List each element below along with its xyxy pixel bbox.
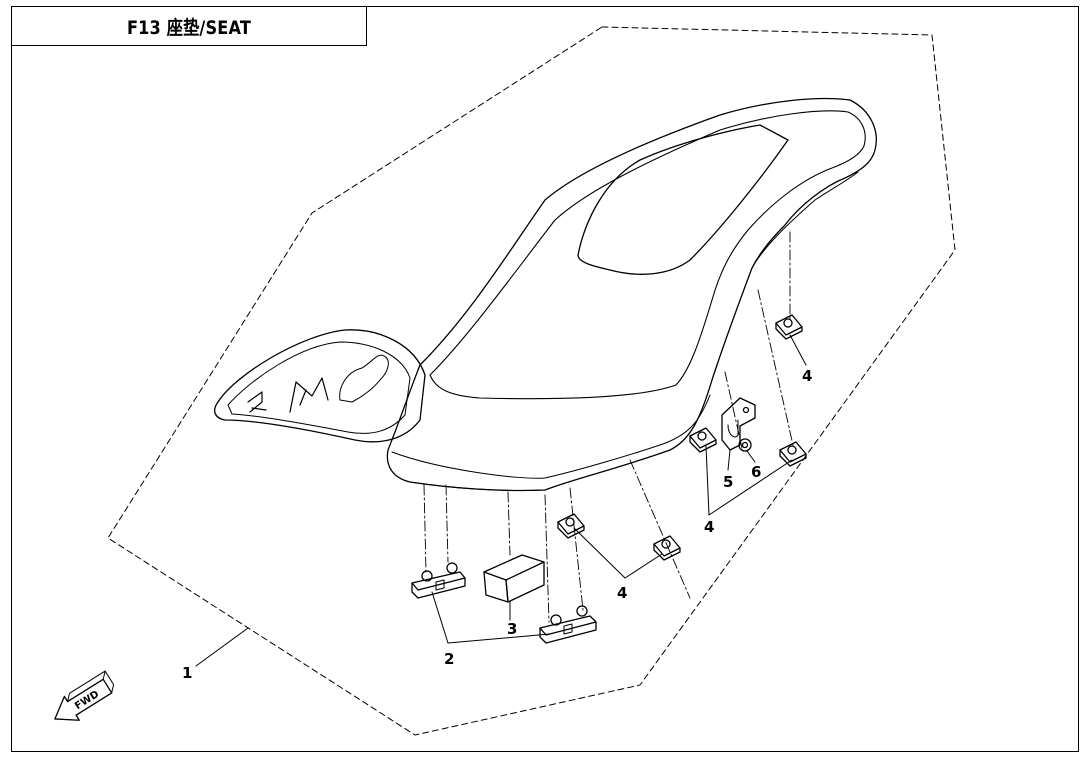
drawing-frame <box>11 6 1079 752</box>
rubber-buffer-4 <box>779 441 807 467</box>
alignment-lines <box>423 231 794 623</box>
leader-lines <box>195 334 807 667</box>
seat-clip-left <box>411 562 466 599</box>
seat-clip-right <box>539 605 597 644</box>
callout-4-lower: 4 <box>617 584 627 602</box>
seat-hook-bracket <box>721 397 756 451</box>
callout-3: 3 <box>507 620 517 638</box>
rubber-buffer-1 <box>557 513 585 539</box>
callout-2: 2 <box>444 650 454 668</box>
assembly-boundary <box>107 26 956 736</box>
seat-rider-pad <box>577 124 789 275</box>
foam-block <box>483 554 545 603</box>
rubber-buffer-3 <box>689 427 717 453</box>
title-block: F13 座垫/SEAT <box>11 6 367 46</box>
seat-rear-section <box>214 329 426 443</box>
rubber-buffer-2 <box>653 535 681 561</box>
seat-assembly <box>214 97 877 492</box>
callout-1: 1 <box>182 664 192 682</box>
fwd-arrow-icon: FWD <box>54 670 115 721</box>
callout-5: 5 <box>723 473 733 491</box>
callout-6: 6 <box>751 463 761 481</box>
callout-4-upper: 4 <box>802 367 812 385</box>
hex-nut <box>738 438 752 452</box>
callout-4-middle: 4 <box>704 518 714 536</box>
rubber-buffer-5 <box>775 314 803 340</box>
page-title: F13 座垫/SEAT <box>126 16 252 39</box>
seat-main-shell <box>386 97 877 492</box>
